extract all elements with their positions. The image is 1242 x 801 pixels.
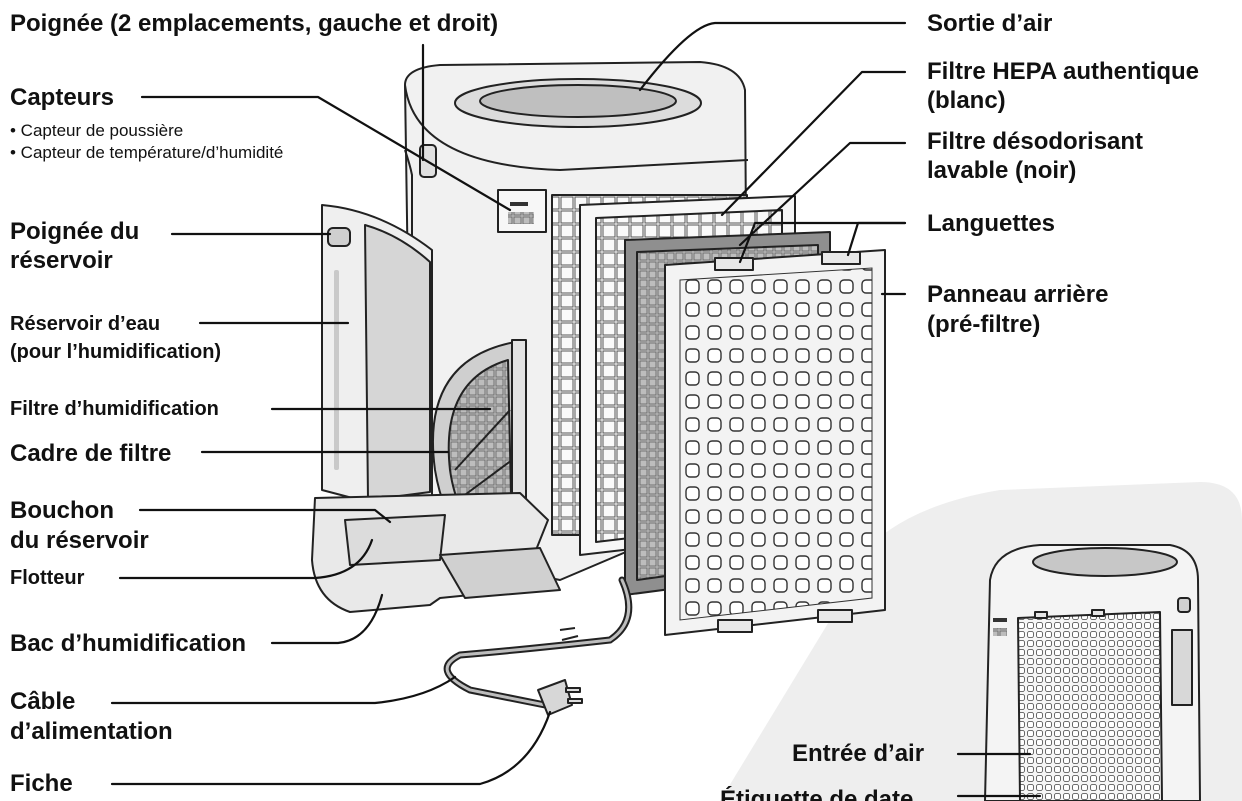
label-filter-frame: Cadre de filtre	[10, 440, 172, 467]
label-hepa-2: (blanc)	[927, 87, 1006, 114]
label-tank-cap-2: du réservoir	[10, 527, 149, 554]
inset-purifier	[984, 544, 1201, 801]
label-back-panel-2: (pré-filtre)	[927, 311, 1041, 338]
label-deodorizing-2: lavable (noir)	[927, 157, 1077, 184]
label-water-tank-2: (pour l’humidification)	[10, 341, 222, 363]
label-cable-1: Câble	[10, 688, 76, 715]
label-date-label: Étiquette de date	[720, 786, 914, 801]
label-sensor-dust: • Capteur de poussière	[10, 121, 184, 140]
label-air-outlet: Sortie d’air	[927, 10, 1053, 37]
water-tank	[321, 204, 433, 531]
label-sensor-temp: • Capteur de température/d’humidité	[10, 143, 284, 162]
humidification-tray	[311, 492, 561, 613]
label-tank-handle-1: Poignée du	[10, 218, 140, 245]
label-tank-cap-1: Bouchon	[10, 497, 114, 524]
label-tabs: Languettes	[927, 210, 1056, 237]
label-plug: Fiche	[10, 770, 73, 797]
label-humidification-filter: Filtre d’humidification	[10, 398, 219, 420]
label-back-panel-1: Panneau arrière	[927, 281, 1109, 308]
label-handle: Poignée (2 emplacements, gauche et droit…	[10, 10, 499, 37]
label-sensors: Capteurs	[10, 84, 115, 111]
label-humidification-tray: Bac d’humidification	[10, 630, 247, 657]
label-air-inlet: Entrée d’air	[792, 740, 925, 767]
label-float: Flotteur	[10, 567, 85, 589]
label-tank-handle-2: réservoir	[10, 247, 113, 274]
label-cable-2: d’alimentation	[10, 718, 173, 745]
label-water-tank-1: Réservoir d’eau	[10, 313, 161, 335]
leader-lines	[110, 21, 1042, 798]
plug	[537, 679, 583, 716]
power-cable	[443, 576, 633, 709]
label-deodorizing-1: Filtre désodorisant	[927, 128, 1144, 155]
label-hepa-1: Filtre HEPA authentique	[927, 58, 1200, 85]
back-panel	[664, 249, 886, 636]
